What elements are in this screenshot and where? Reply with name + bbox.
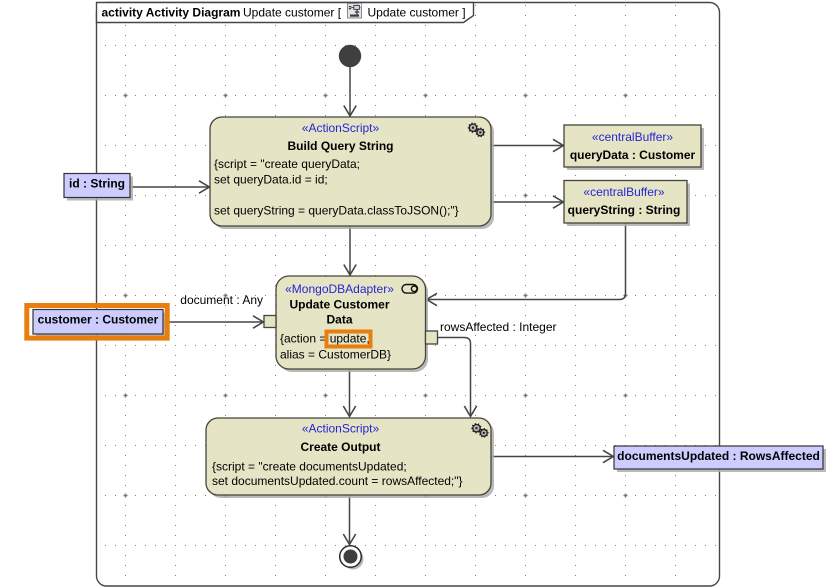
svg-text:Data: Data [326,312,352,326]
svg-text:«centralBuffer»: «centralBuffer» [592,130,673,144]
svg-text:set queryString = queryData.cl: set queryString = queryData.classToJSON(… [214,204,459,218]
svg-text:documentsUpdated : RowsAffecte: documentsUpdated : RowsAffected [617,449,820,463]
svg-text:«ActionScript»: «ActionScript» [302,422,380,436]
svg-text:Create Output: Create Output [300,440,380,454]
svg-text:Build Query String: Build Query String [287,139,393,153]
svg-text:queryString : String: queryString : String [568,203,681,217]
svg-text:«ActionScript»: «ActionScript» [302,121,380,135]
svg-text:alias = CustomerDB}: alias = CustomerDB} [280,347,391,361]
svg-text:set documentsUpdated.count = r: set documentsUpdated.count = rowsAffecte… [212,474,463,488]
svg-text:customer : Customer: customer : Customer [38,313,159,327]
svg-text:queryData : Customer: queryData : Customer [570,148,696,162]
svg-text:document : Any: document : Any [180,293,263,307]
svg-text:rowsAffected : Integer: rowsAffected : Integer [440,320,557,334]
svg-text:{script = "create documentsUpd: {script = "create documentsUpdated; [212,460,407,474]
svg-text:Update customer [: Update customer [ [243,6,342,20]
svg-text:«centralBuffer»: «centralBuffer» [583,185,664,199]
svg-text:Update customer ]: Update customer ] [368,6,466,20]
svg-text:«MongoDBAdapter»: «MongoDBAdapter» [285,282,394,296]
svg-text:Update Customer: Update Customer [289,298,389,312]
svg-text:{script = "create queryData;: {script = "create queryData; [214,157,360,171]
svg-text:activity Activity Diagram: activity Activity Diagram [102,6,241,20]
svg-text:id : String: id : String [69,177,125,191]
svg-text:set queryData.id = id;: set queryData.id = id; [214,173,328,187]
